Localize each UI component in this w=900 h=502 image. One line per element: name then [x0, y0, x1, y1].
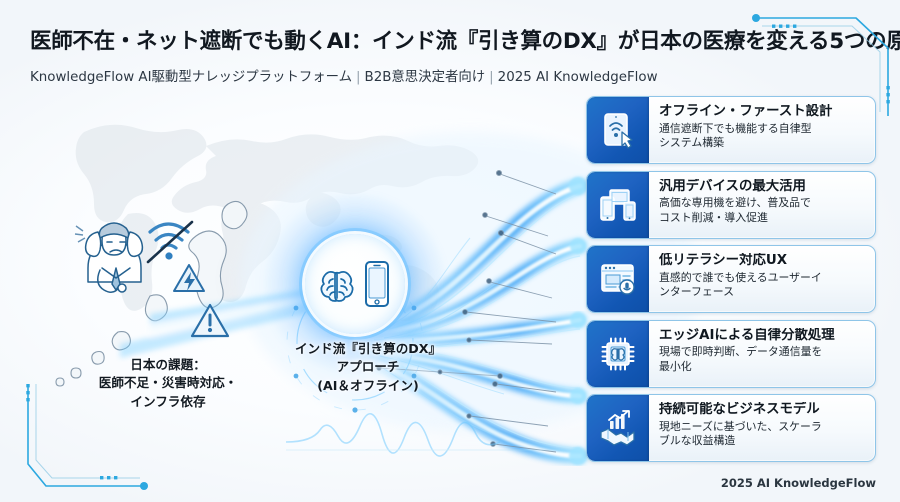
card-title: オフライン・ファースト設計 [659, 104, 833, 119]
left-label-line2: 医師不足・災害時対応・ [98, 375, 238, 391]
wifi-off-icon [146, 220, 194, 264]
card-title: 汎用デバイスの最大活用 [659, 178, 806, 194]
card-desc-line1: 直感的で誰でも使えるユーザーイ [659, 270, 822, 284]
card-desc-line1: 現場で即時判断、データ通信量を [659, 345, 823, 359]
card-icon-panel [587, 320, 649, 387]
card-icon-panel [587, 246, 649, 312]
principle-card[interactable]: エッジAIによる自律分散処理 現場で即時判断、データ通信量を 最小化 [586, 319, 876, 388]
warning-alert-icon [190, 303, 230, 338]
card-description: 現場で即時判断、データ通信量を 最小化 [659, 345, 866, 374]
chip-brain-icon [601, 337, 635, 370]
header: 医師不在・ネット遮断でも動くAI：インド流『引き算のDX』が日本の医療を変える5… [30, 24, 900, 85]
card-desc-line2: システム構築 [659, 136, 725, 150]
principle-card[interactable]: 汎用デバイスの最大活用 高価な専用機を避け、普及品で コスト削減・導入促進 [586, 170, 876, 239]
card-text: 持続可能なビジネスモデル 現地ニーズに基づいた、スケーラ ブルな収益構造 [649, 395, 875, 461]
principles-card-list: オフライン・ファースト設計 通信遮断下でも機能する自律型 システム構築 [586, 96, 876, 469]
waveform [285, 413, 560, 457]
center-approach-label: インド流『引き算のDX』 アプローチ (AI＆オフライン) [268, 340, 468, 395]
subtitle-separator-2: | [489, 70, 494, 85]
card-icon-panel [587, 97, 649, 163]
left-label-line3: インフラ依存 [130, 393, 206, 409]
card-title: 持続可能なビジネスモデル [659, 402, 820, 417]
card-desc-line2: 最小化 [659, 359, 692, 373]
card-desc-line2: ブルな収益構造 [659, 434, 736, 448]
card-description: 現地ニーズに基づいた、スケーラ ブルな収益構造 [659, 420, 866, 449]
central-hub [262, 194, 448, 374]
brain-icon [319, 271, 354, 302]
principle-card[interactable]: 低リテラシー対応UX 直感的で誰でも使えるユーザーイ ンターフェース [586, 245, 876, 313]
subtitle-audience: B2B意思決定者向け [364, 70, 486, 85]
page-title: 医師不在・ネット遮断でも動くAI：インド流『引き算のDX』が日本の医療を変える5… [30, 29, 900, 54]
card-text: エッジAIによる自律分散処理 現場で即時判断、データ通信量を 最小化 [649, 321, 875, 387]
subtitle-platform: KnowledgeFlow AI駆動型ナレッジプラットフォーム [30, 70, 352, 85]
subtitle-separator-1: | [356, 70, 361, 85]
multi-devices-icon [600, 188, 636, 221]
card-desc-line2: ンターフェース [659, 285, 735, 299]
footer-brand: 2025 AI KnowledgeFlow [720, 476, 876, 490]
center-label-line3: (AI＆オフライン) [317, 377, 419, 393]
card-text: 汎用デバイスの最大活用 高価な専用機を避け、普及品で コスト削減・導入促進 [649, 172, 875, 238]
principle-card[interactable]: オフライン・ファースト設計 通信遮断下でも機能する自律型 システム構築 [586, 96, 876, 164]
principle-card[interactable]: 持続可能なビジネスモデル 現地ニーズに基づいた、スケーラ ブルな収益構造 [586, 394, 876, 462]
card-desc-line1: 通信遮断下でも機能する自律型 [659, 121, 812, 135]
card-text: 低リテラシー対応UX 直感的で誰でも使えるユーザーイ ンターフェース [649, 246, 875, 312]
tablet-offline-touch-icon [604, 113, 633, 149]
center-label-line2: アプローチ [336, 359, 400, 375]
card-title: エッジAIによる自律分散処理 [659, 327, 835, 343]
card-description: 直感的で誰でも使えるユーザーイ ンターフェース [659, 271, 866, 300]
card-description: 高価な専用機を避け、普及品で コスト削減・導入促進 [659, 196, 866, 225]
simple-ui-voice-icon [601, 264, 635, 295]
left-problem-label: 日本の課題： 医師不足・災害時対応・ インフラ依存 [62, 356, 274, 411]
card-icon-panel [587, 395, 649, 461]
center-label-line1: インド流『引き算のDX』 [294, 341, 442, 356]
worried-doctor-icon [84, 222, 144, 293]
card-desc-line1: 現地ニーズに基づいた、スケーラ [659, 419, 822, 433]
card-text: オフライン・ファースト設計 通信遮断下でも機能する自律型 システム構築 [649, 97, 875, 163]
handshake-growth-icon [600, 410, 635, 446]
card-description: 通信遮断下でも機能する自律型 システム構築 [659, 122, 866, 151]
warning-power-icon [173, 264, 205, 292]
card-title: 低リテラシー対応UX [659, 253, 788, 268]
left-label-line1: 日本の課題： [130, 357, 206, 372]
card-icon-panel [587, 171, 649, 238]
subtitle-brand: 2025 AI KnowledgeFlow [497, 70, 658, 85]
left-illustration [74, 220, 194, 293]
card-desc-line1: 高価な専用機を避け、普及品で [659, 196, 811, 210]
page-subtitle: KnowledgeFlow AI駆動型ナレッジプラットフォーム |B2B意思決定者… [30, 65, 870, 85]
smartphone-icon [364, 261, 389, 307]
card-desc-line2: コスト削減・導入促進 [659, 210, 768, 224]
